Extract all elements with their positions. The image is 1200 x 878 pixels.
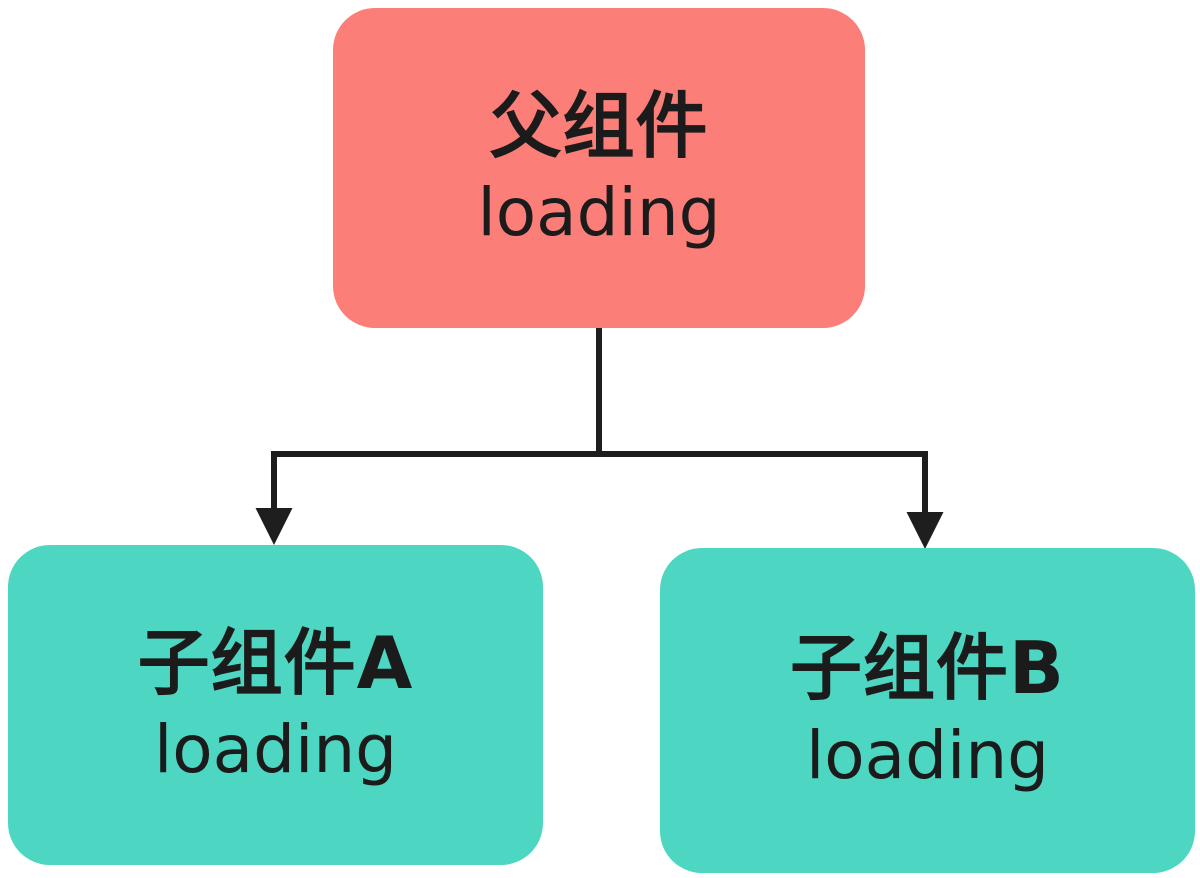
- node-child-component-a: 子组件A loading: [8, 545, 543, 865]
- node-parent-title: 父组件: [489, 83, 709, 168]
- node-child-b-title: 子组件B: [790, 626, 1065, 711]
- connector-arrowheads: [255, 508, 944, 549]
- node-parent-status: loading: [477, 174, 721, 252]
- node-parent-component: 父组件 loading: [333, 8, 865, 328]
- arrowhead-child-a-icon: [255, 508, 293, 545]
- node-child-a-status: loading: [153, 711, 398, 789]
- node-child-a-title: 子组件A: [137, 620, 414, 705]
- node-child-component-b: 子组件B loading: [660, 548, 1195, 873]
- arrowhead-child-b-icon: [906, 512, 944, 549]
- connector-lines: [271, 328, 928, 515]
- node-child-b-status: loading: [805, 716, 1050, 794]
